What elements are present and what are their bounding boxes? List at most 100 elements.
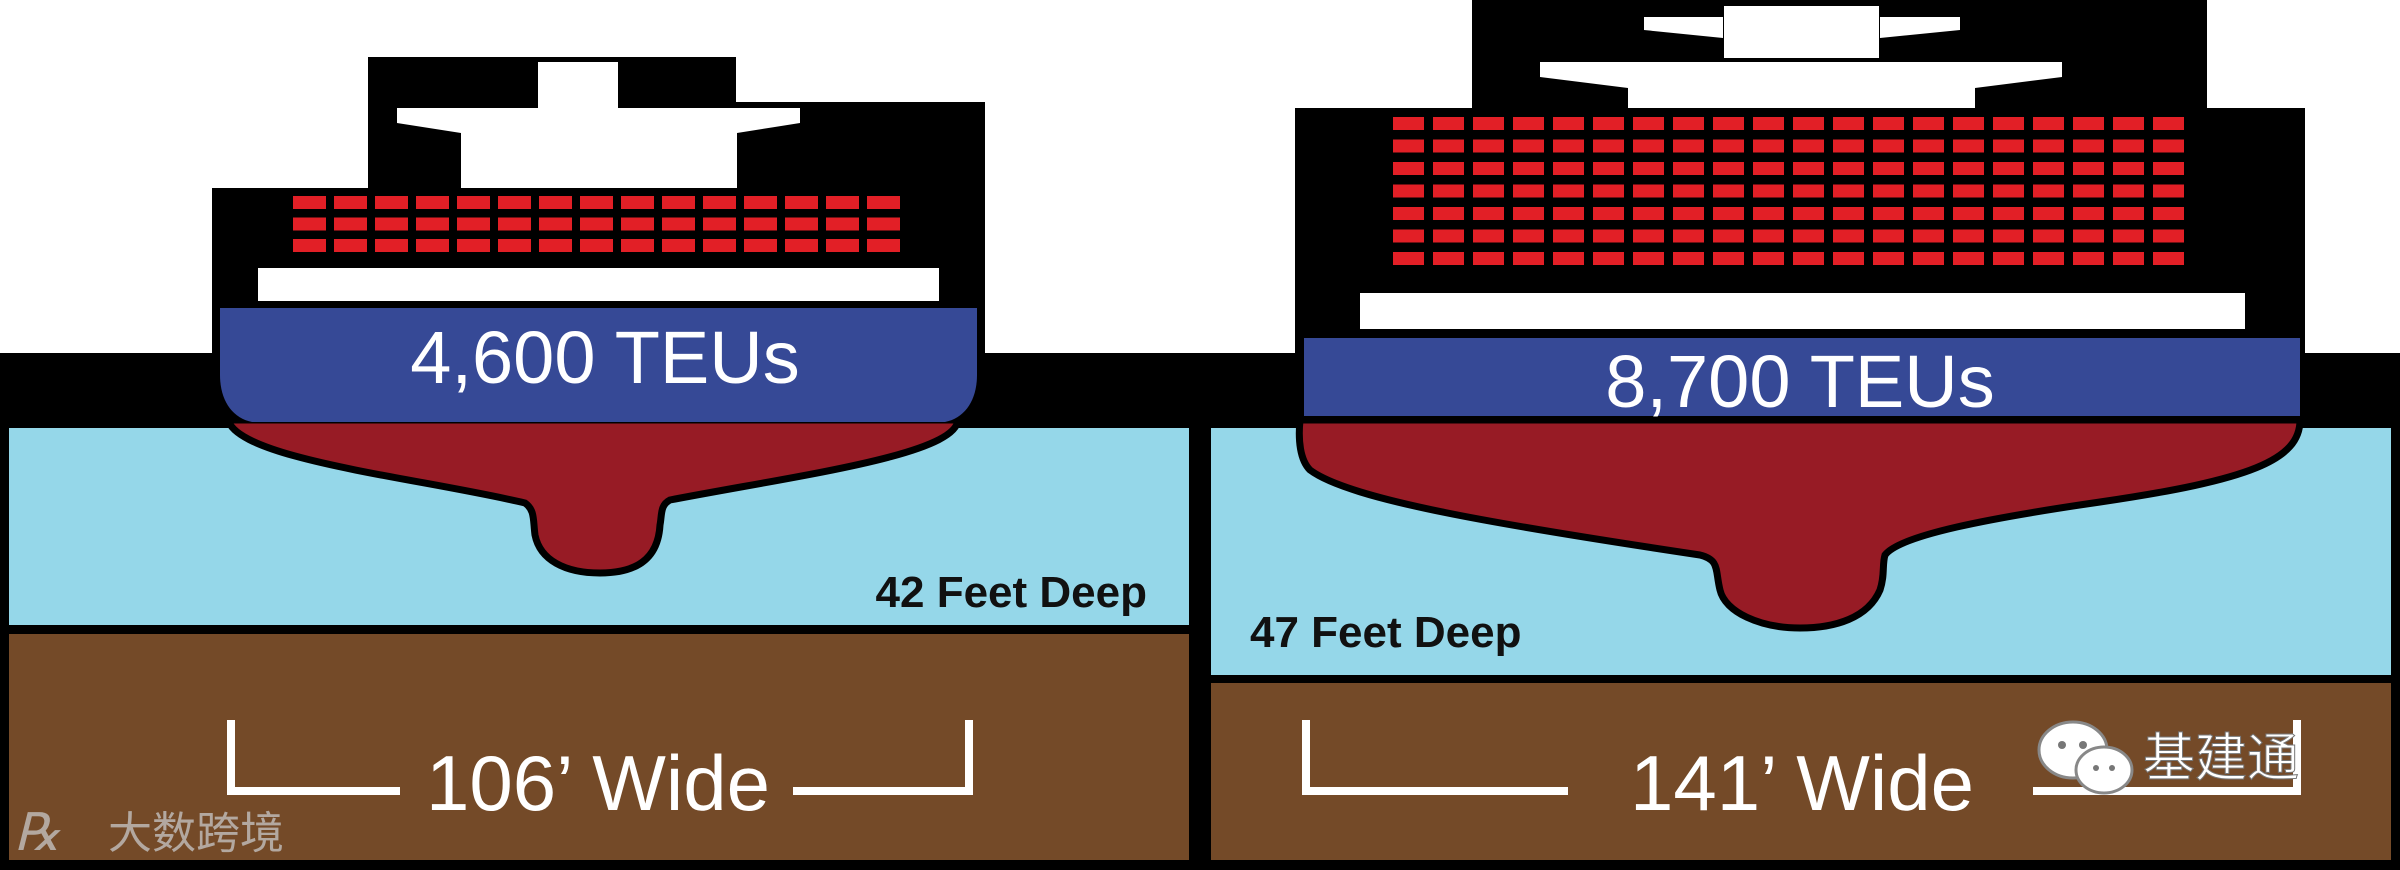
- container-block: [1673, 162, 1704, 175]
- container-block: [1833, 229, 1864, 243]
- right-seabed: [1211, 683, 2391, 860]
- small-ship-width-label: 106’ Wide: [426, 739, 770, 827]
- container-block: [867, 196, 900, 209]
- container-block: [1793, 184, 1824, 198]
- container-block: [457, 217, 490, 231]
- container-block: [498, 217, 531, 231]
- container-block: [1393, 139, 1424, 153]
- container-block: [2153, 162, 2184, 175]
- container-block: [1873, 229, 1904, 243]
- container-block: [1713, 162, 1744, 175]
- right-watermark-text: 基建通: [2143, 730, 2299, 788]
- container-block: [1993, 229, 2024, 243]
- container-block: [2113, 139, 2144, 153]
- container-block: [2033, 139, 2064, 153]
- container-block: [416, 239, 449, 252]
- container-block: [1793, 207, 1824, 220]
- container-block: [1713, 229, 1744, 243]
- container-block: [1593, 139, 1624, 153]
- container-block: [1913, 162, 1944, 175]
- container-block: [1833, 117, 1864, 130]
- container-block: [2113, 162, 2144, 175]
- container-block: [1753, 184, 1784, 198]
- container-block: [1993, 162, 2024, 175]
- container-block: [2033, 162, 2064, 175]
- container-block: [867, 239, 900, 252]
- container-block: [334, 239, 367, 252]
- container-block: [2113, 184, 2144, 198]
- container-block: [1713, 139, 1744, 153]
- container-block: [1873, 207, 1904, 220]
- large-ship-width-bracket: [1302, 720, 2301, 795]
- left-seabed: [9, 634, 1189, 860]
- small-ship-bridge-deck: [397, 108, 800, 188]
- container-block: [1993, 207, 2024, 220]
- container-block: [1993, 117, 2024, 130]
- container-block: [416, 217, 449, 231]
- container-block: [1873, 139, 1904, 153]
- container-block: [1953, 252, 1984, 265]
- container-block: [1553, 117, 1584, 130]
- container-block: [2113, 229, 2144, 243]
- container-block: [1793, 229, 1824, 243]
- container-block: [826, 196, 859, 209]
- container-block: [1953, 229, 1984, 243]
- container-block: [334, 196, 367, 209]
- container-block: [1393, 229, 1424, 243]
- container-block: [1673, 117, 1704, 130]
- container-block: [1433, 207, 1464, 220]
- container-block: [334, 217, 367, 231]
- container-block: [826, 239, 859, 252]
- container-block: [1553, 207, 1584, 220]
- container-block: [1593, 184, 1624, 198]
- container-block: [1473, 184, 1504, 198]
- container-block: [2153, 139, 2184, 153]
- container-block: [1993, 252, 2024, 265]
- container-block: [662, 217, 695, 231]
- container-block: [498, 196, 531, 209]
- container-block: [416, 196, 449, 209]
- container-block: [1393, 184, 1424, 198]
- container-block: [1753, 229, 1784, 243]
- container-block: [621, 239, 654, 252]
- container-block: [1793, 117, 1824, 130]
- container-block: [1673, 139, 1704, 153]
- small-ship-width-bracket: [227, 720, 973, 795]
- container-block: [1593, 229, 1624, 243]
- container-block: [1513, 117, 1544, 130]
- container-block: [2073, 117, 2104, 130]
- large-ship-bridge-wing-left: [1644, 17, 1723, 38]
- container-block: [2033, 207, 2064, 220]
- container-block: [293, 196, 326, 209]
- container-block: [1913, 184, 1944, 198]
- container-block: [1833, 184, 1864, 198]
- container-block: [1753, 117, 1784, 130]
- small-ship-capacity-label: 4,600 TEUs: [410, 316, 799, 399]
- container-block: [1713, 184, 1744, 198]
- container-block: [867, 217, 900, 231]
- container-block: [1953, 207, 1984, 220]
- container-block: [785, 239, 818, 252]
- container-block: [2153, 117, 2184, 130]
- large-ship-capacity-label: 8,700 TEUs: [1605, 340, 1994, 423]
- container-block: [1433, 117, 1464, 130]
- container-block: [621, 196, 654, 209]
- container-block: [375, 196, 408, 209]
- container-block: [293, 217, 326, 231]
- container-block: [1793, 139, 1824, 153]
- container-block: [744, 239, 777, 252]
- container-block: [1633, 252, 1664, 265]
- container-block: [2033, 117, 2064, 130]
- container-block: [1793, 162, 1824, 175]
- small-ship-depth-label: 42 Feet Deep: [876, 568, 1147, 617]
- container-block: [744, 217, 777, 231]
- container-block: [1433, 229, 1464, 243]
- container-block: [2113, 117, 2144, 130]
- container-block: [1633, 117, 1664, 130]
- container-block: [1393, 117, 1424, 130]
- container-block: [1713, 117, 1744, 130]
- container-block: [580, 239, 613, 252]
- container-block: [1633, 162, 1664, 175]
- container-block: [703, 217, 736, 231]
- small-ship-containers: [293, 196, 900, 252]
